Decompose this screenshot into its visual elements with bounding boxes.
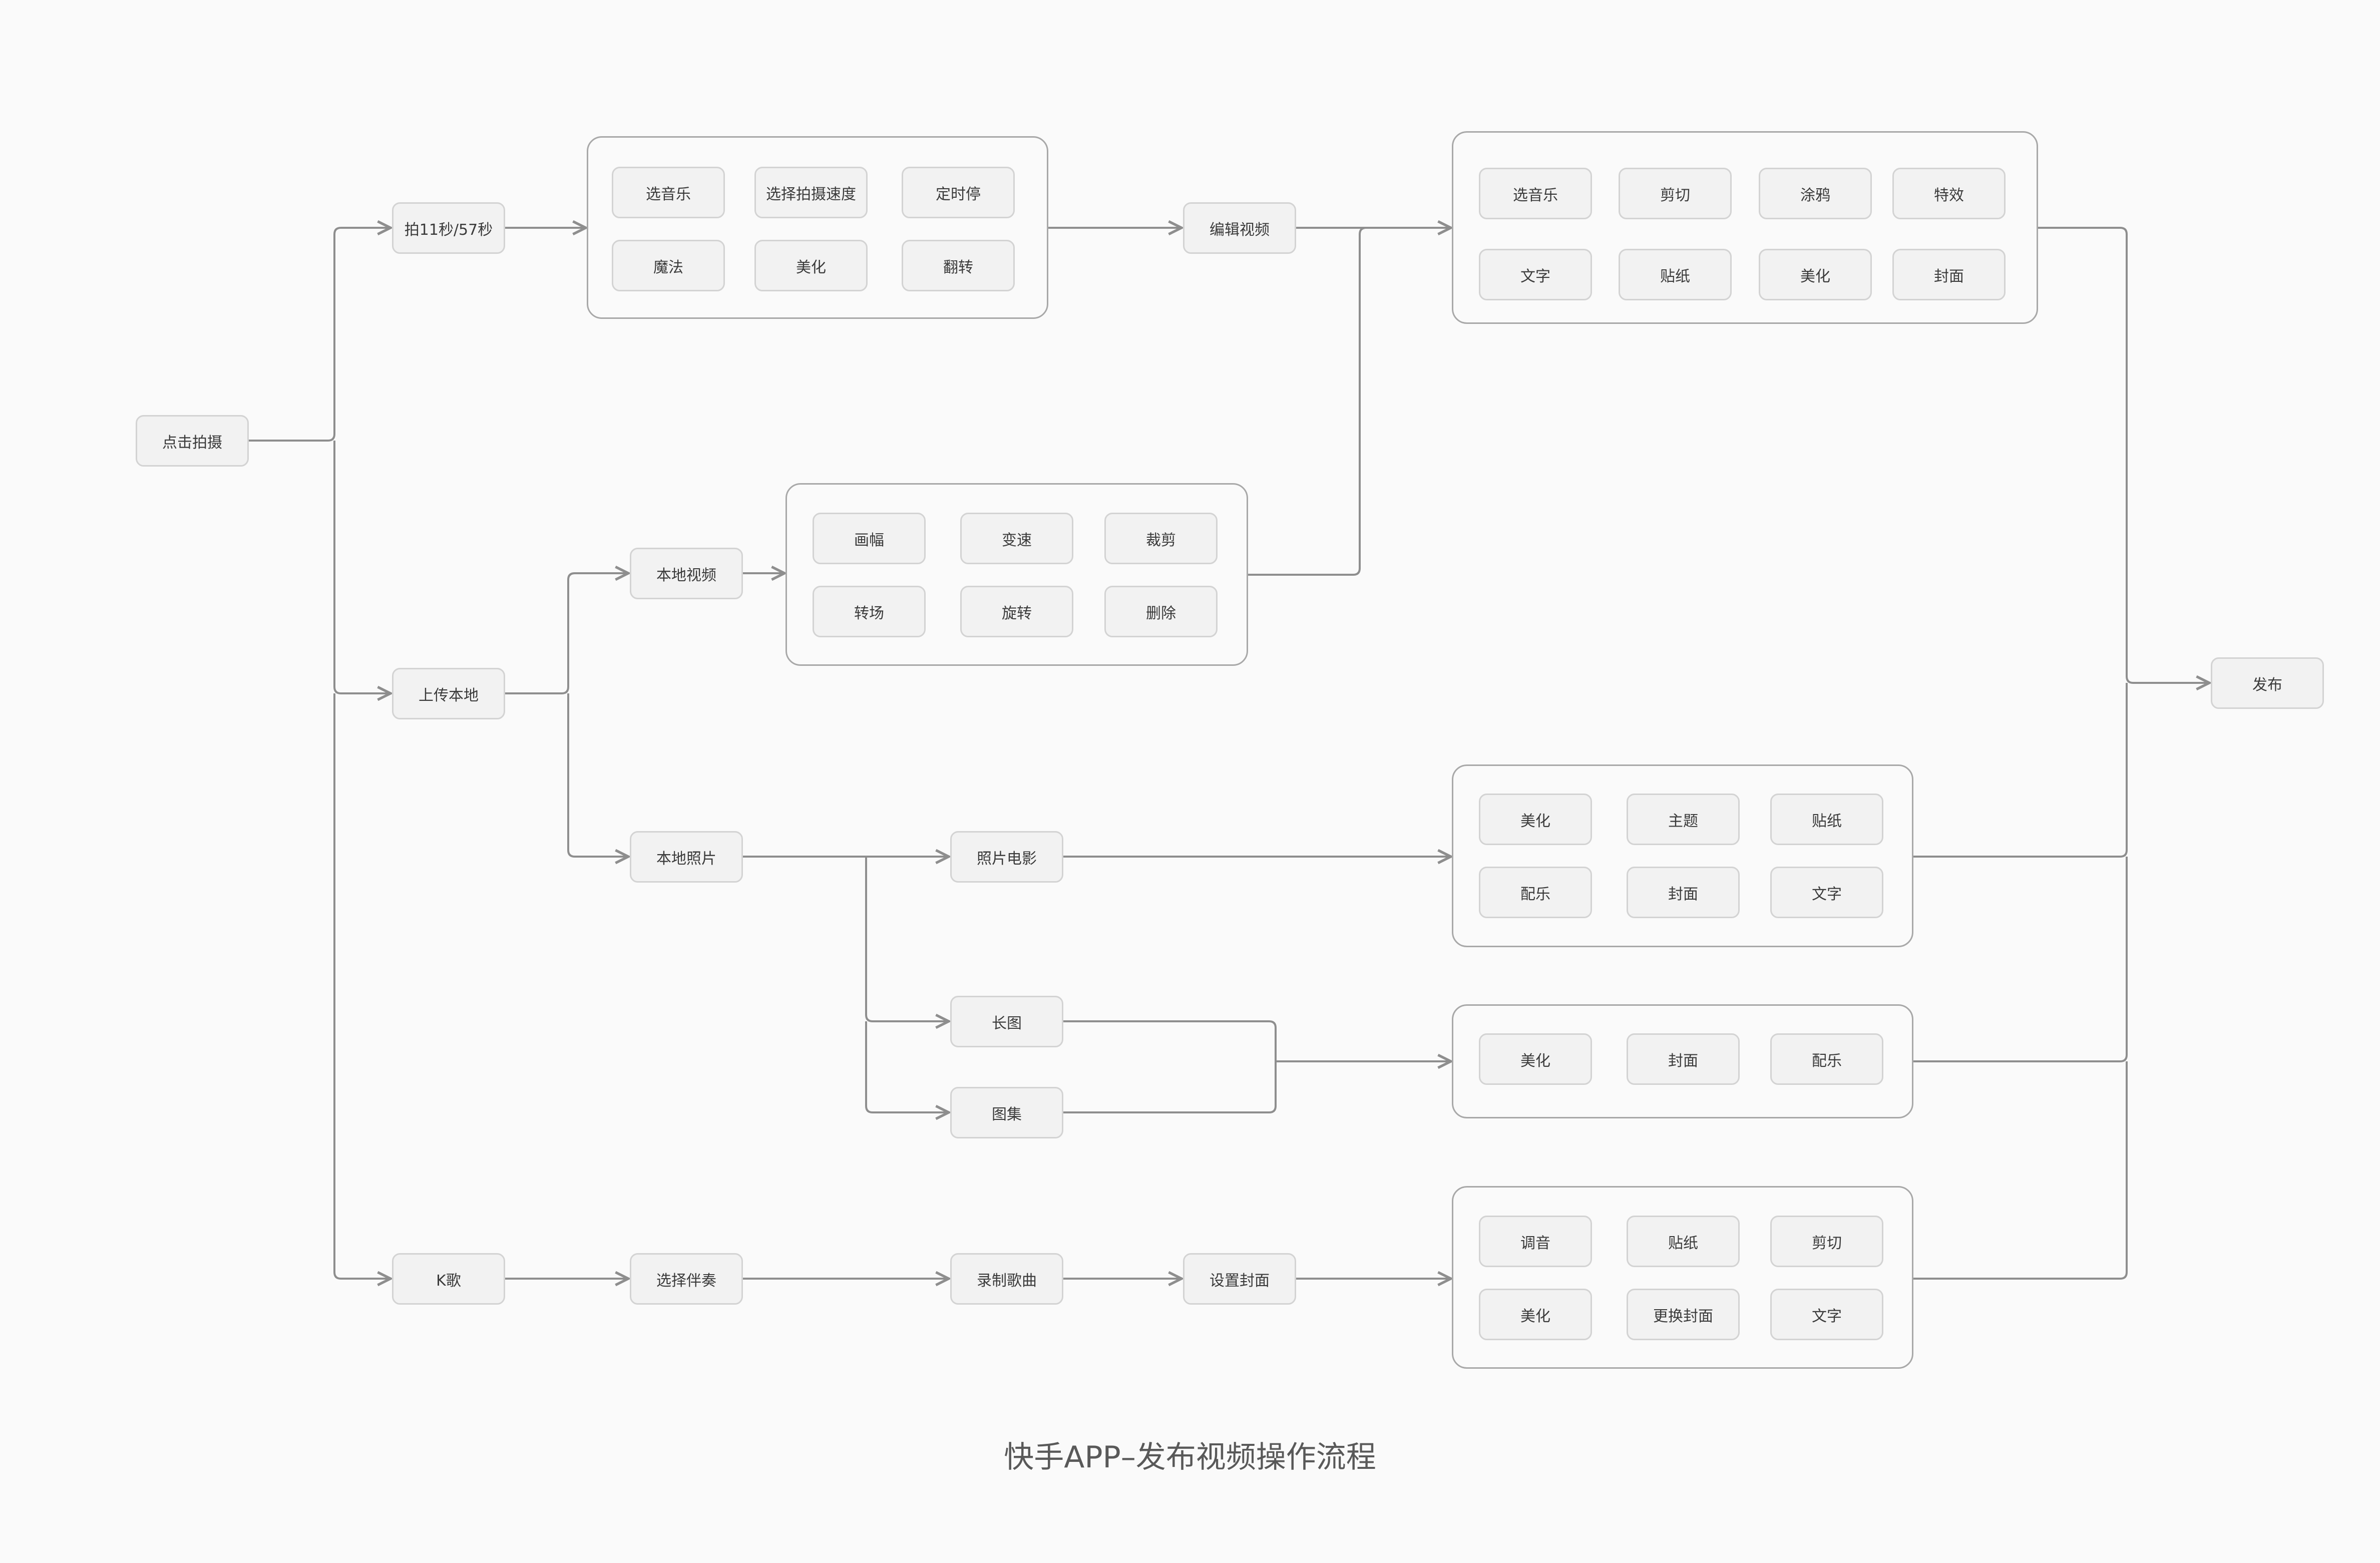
- shoot-option-flip[interactable]: 翻转: [902, 240, 1015, 291]
- node-edit-video[interactable]: 编辑视频: [1183, 202, 1296, 254]
- edge-imageoptions-publish: [1913, 857, 2128, 1062]
- ksong-option-sticker[interactable]: 贴纸: [1627, 1216, 1740, 1267]
- shoot-option-music[interactable]: 选音乐: [612, 167, 725, 218]
- video-option-delete[interactable]: 删除: [1104, 586, 1218, 637]
- node-record-song[interactable]: 录制歌曲: [950, 1253, 1063, 1305]
- group-local-video-options: 画幅 变速 裁剪 转场 旋转 删除: [785, 483, 1248, 666]
- ksong-option-cut[interactable]: 剪切: [1770, 1216, 1883, 1267]
- edit-option-effects[interactable]: 特效: [1892, 168, 2006, 219]
- video-option-aspect[interactable]: 画幅: [813, 513, 926, 564]
- image-option-music[interactable]: 配乐: [1770, 1033, 1883, 1085]
- node-shoot[interactable]: 拍11秒/57秒: [392, 202, 505, 254]
- group-shoot-options: 选音乐 选择拍摄速度 定时停 魔法 美化 翻转: [587, 136, 1048, 319]
- node-local-photo[interactable]: 本地照片: [630, 831, 743, 883]
- ksong-option-tune[interactable]: 调音: [1479, 1216, 1592, 1267]
- ksong-option-text[interactable]: 文字: [1770, 1289, 1883, 1340]
- edge-ksongoptions-publish: [1913, 1061, 2128, 1280]
- video-option-transition[interactable]: 转场: [813, 586, 926, 637]
- node-choose-accompaniment[interactable]: 选择伴奏: [630, 1253, 743, 1305]
- edit-option-cover[interactable]: 封面: [1892, 249, 2006, 300]
- shoot-option-speed[interactable]: 选择拍摄速度: [754, 167, 868, 218]
- edit-option-music[interactable]: 选音乐: [1479, 168, 1592, 219]
- node-publish[interactable]: 发布: [2211, 657, 2324, 709]
- photomovie-option-music[interactable]: 配乐: [1479, 867, 1592, 918]
- shoot-option-beautify[interactable]: 美化: [754, 240, 868, 291]
- edge-start-upload: [333, 441, 390, 693]
- edge-editoptions-publish: [2038, 227, 2209, 683]
- group-image-options: 美化 封面 配乐: [1452, 1004, 1913, 1118]
- group-ksong-options: 调音 贴纸 剪切 美化 更换封面 文字: [1452, 1186, 1913, 1369]
- node-local-video[interactable]: 本地视频: [630, 548, 743, 599]
- node-ksong[interactable]: K歌: [392, 1253, 505, 1305]
- group-edit-options: 选音乐 剪切 涂鸦 特效 文字 贴纸 美化 封面: [1452, 131, 2038, 324]
- ksong-option-change-cover[interactable]: 更换封面: [1627, 1289, 1740, 1340]
- photomovie-option-theme[interactable]: 主题: [1627, 794, 1740, 845]
- video-option-crop[interactable]: 裁剪: [1104, 513, 1218, 564]
- video-option-speed[interactable]: 变速: [960, 513, 1073, 564]
- edit-option-sticker[interactable]: 贴纸: [1619, 249, 1732, 300]
- edge-photomovieoptions-publish: [1913, 683, 2128, 858]
- group-photo-movie-options: 美化 主题 贴纸 配乐 封面 文字: [1452, 764, 1913, 947]
- edge-videooptions-editoptions: [1248, 227, 1367, 576]
- photomovie-option-cover[interactable]: 封面: [1627, 867, 1740, 918]
- image-option-cover[interactable]: 封面: [1627, 1033, 1740, 1085]
- edit-option-text[interactable]: 文字: [1479, 249, 1592, 300]
- node-upload[interactable]: 上传本地: [392, 668, 505, 719]
- edge-upload-localphoto: [567, 693, 628, 857]
- node-album[interactable]: 图集: [950, 1087, 1063, 1138]
- shoot-option-magic[interactable]: 魔法: [612, 240, 725, 291]
- edge-localphoto-album: [865, 1021, 949, 1112]
- edge-localphoto-longimage: [865, 857, 949, 1021]
- diagram-title: 快手APP–发布视频操作流程: [1004, 1440, 1376, 1475]
- edge-start-shoot: [249, 228, 390, 442]
- edit-option-doodle[interactable]: 涂鸦: [1759, 168, 1872, 219]
- edge-start-ksong: [333, 693, 390, 1279]
- photomovie-option-sticker[interactable]: 贴纸: [1770, 794, 1883, 845]
- node-set-cover[interactable]: 设置封面: [1183, 1253, 1296, 1305]
- edge-longimage-imageoptions: [1063, 1020, 1451, 1061]
- node-start[interactable]: 点击拍摄: [136, 415, 249, 467]
- node-photo-movie[interactable]: 照片电影: [950, 831, 1063, 883]
- ksong-option-beautify[interactable]: 美化: [1479, 1289, 1592, 1340]
- edit-option-beautify[interactable]: 美化: [1759, 249, 1872, 300]
- photomovie-option-text[interactable]: 文字: [1770, 867, 1883, 918]
- edge-upload-localvideo: [505, 573, 628, 694]
- photomovie-option-beautify[interactable]: 美化: [1479, 794, 1592, 845]
- shoot-option-timer[interactable]: 定时停: [902, 167, 1015, 218]
- image-option-beautify[interactable]: 美化: [1479, 1033, 1592, 1085]
- edge-album-imageoptions: [1063, 1061, 1277, 1113]
- node-long-image[interactable]: 长图: [950, 996, 1063, 1047]
- edit-option-cut[interactable]: 剪切: [1619, 168, 1732, 219]
- video-option-rotate[interactable]: 旋转: [960, 586, 1073, 637]
